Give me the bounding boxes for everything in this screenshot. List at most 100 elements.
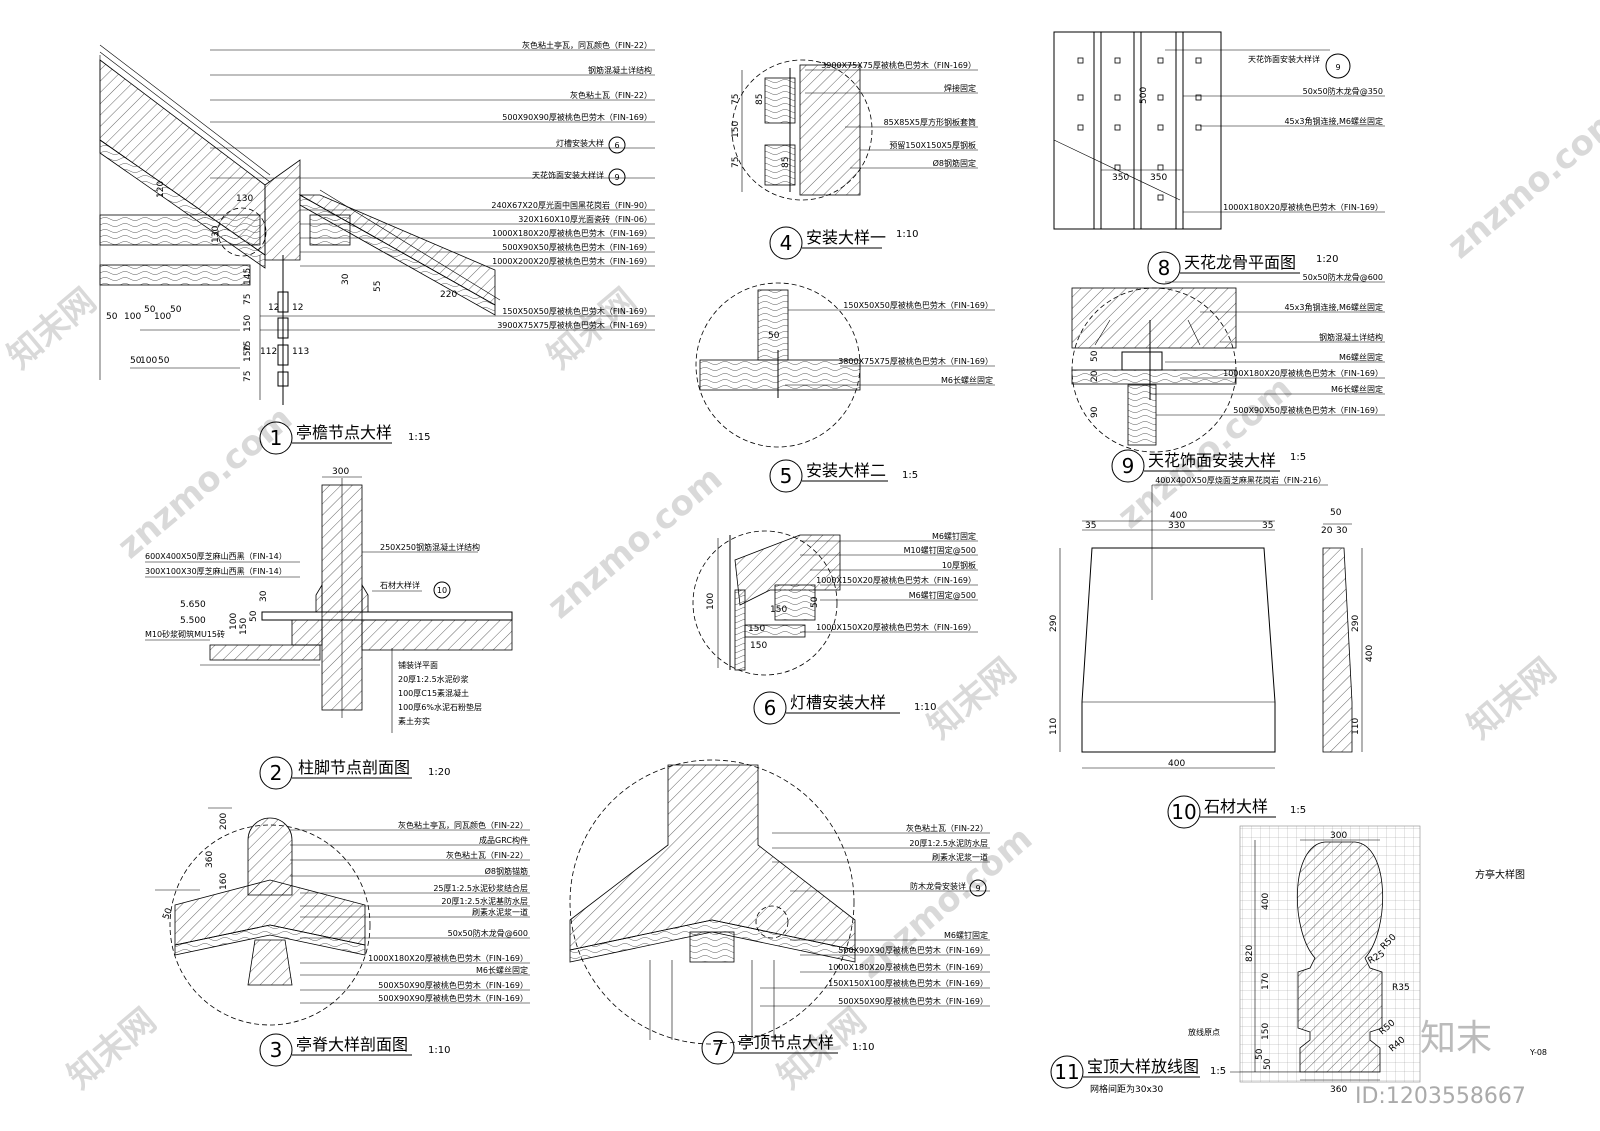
note: 预留150X150X5厚钢板 xyxy=(889,140,976,150)
detail-scale: 1:20 xyxy=(1316,254,1338,265)
note: 灰色粘土瓦（FIN-22） xyxy=(570,90,652,100)
dimension: 90 xyxy=(1090,406,1100,418)
note: 焊接固定 xyxy=(944,83,976,93)
dimension: 50 xyxy=(1090,350,1100,362)
detail-scale: 1:10 xyxy=(896,229,918,240)
note: 铺装详平面 xyxy=(398,660,438,670)
note: 1000X180X20厚被桃色巴劳木（FIN-169） xyxy=(492,228,652,238)
dimension: 55 xyxy=(373,281,383,292)
note: 150X50X50厚被桃色巴劳木（FIN-169） xyxy=(502,306,652,316)
note: M10砂浆砌筑MU15砖 xyxy=(145,629,225,639)
note: M10螺钉固定@500 xyxy=(904,545,976,555)
dimension: 350 xyxy=(1150,173,1167,183)
note: M6长螺丝固定 xyxy=(941,375,993,385)
dimension: 150 xyxy=(750,641,767,651)
detail-number: 5 xyxy=(780,464,793,488)
dimension: 400 xyxy=(1168,759,1185,769)
note: 钢筋混凝土详结构 xyxy=(1319,332,1383,342)
detail-title: 天花饰面安装大样 xyxy=(1148,451,1276,470)
detail-4-install-one: 3900X75X75厚被桃色巴劳木（FIN-169） 焊接固定 85X85X5厚… xyxy=(731,59,978,260)
note: 300X100X30厚芝麻山西黑（FIN-14） xyxy=(145,566,287,576)
note: 320X160X10厚光面瓷砖（FIN-06） xyxy=(518,214,652,224)
watermark-brand: 知末网 xyxy=(60,1001,164,1097)
note: M6长螺丝固定 xyxy=(1331,384,1383,394)
note: 防木龙骨安装详 xyxy=(910,881,966,891)
note: 1000X180X20厚被桃色巴劳木（FIN-169） xyxy=(368,953,528,963)
note: 1000X180X20厚被桃色巴劳木（FIN-169） xyxy=(1223,202,1383,212)
dimension: 150 xyxy=(243,345,253,362)
detail-title: 安装大样一 xyxy=(806,228,886,247)
note: Ø8钢筋锚筋 xyxy=(485,866,528,876)
detail-10-stone: 400X400X50厚烧面芝麻黑花岗岩（FIN-216） 400 35 330 … xyxy=(1049,475,1375,829)
dimension: 150 xyxy=(1261,1023,1271,1040)
dimension: 820 xyxy=(1245,945,1255,962)
detail-scale: 1:20 xyxy=(428,767,450,778)
detail-number: 7 xyxy=(712,1036,725,1060)
note: 1000X180X20厚被桃色巴劳木（FIN-169） xyxy=(828,962,988,972)
dimension: 400 xyxy=(1365,645,1375,662)
dimension: 300 xyxy=(332,467,349,477)
note: 1000X200X20厚被桃色巴劳木（FIN-169） xyxy=(492,256,652,266)
dimension: 100 xyxy=(124,312,141,322)
dimension: 330 xyxy=(1168,521,1185,531)
watermark-site: znzmo.com xyxy=(1440,98,1600,266)
dimension: 113 xyxy=(292,347,309,357)
note: 灰色粘土亭瓦，同瓦颜色（FIN-22） xyxy=(398,820,528,830)
detail-title: 安装大样二 xyxy=(806,461,886,480)
dimension: 75 xyxy=(243,294,253,305)
dimension: 50 xyxy=(161,907,174,921)
detail-8-ceiling-joist-plan: 天花饰面安装大样详 9 50x50防木龙骨@350 45x3角钢连接,M6螺丝固… xyxy=(1053,31,1385,285)
ref-number: 9 xyxy=(1335,63,1340,72)
watermark-site: znzmo.com xyxy=(540,458,730,626)
dimension: 150 xyxy=(731,121,741,138)
dimension: 112 xyxy=(260,347,277,357)
dimension: 30 xyxy=(259,590,269,602)
watermark-brand: 知末网 xyxy=(920,651,1024,747)
dimension: 400 xyxy=(1170,511,1187,521)
detail-scale: 1:5 xyxy=(1290,805,1306,816)
dimension: 130 xyxy=(211,226,221,243)
note: 250X250钢筋混凝土详结构 xyxy=(380,542,480,552)
note: 500X90X90厚被桃色巴劳木（FIN-169） xyxy=(838,945,988,955)
dimension: 350 xyxy=(1112,173,1129,183)
dimension: 30 xyxy=(1336,526,1348,536)
note: 500X90X90厚被桃色巴劳木（FIN-169） xyxy=(502,112,652,122)
detail-number: 2 xyxy=(270,761,283,785)
note: M6长螺丝固定 xyxy=(476,965,528,975)
note: 刷素水泥浆一道 xyxy=(932,852,988,862)
note: 灰色粘土瓦（FIN-22） xyxy=(906,823,988,833)
dimension: 50 xyxy=(170,305,182,315)
note: 素土夯实 xyxy=(398,716,430,726)
dimension: 500 xyxy=(1139,87,1149,104)
detail-6-light-trough: M6螺钉固定 M10螺钉固定@500 10厚钢板 1000X150X20厚被桃色… xyxy=(692,530,978,725)
note: 25厚1:2.5水泥砂浆结合层 xyxy=(433,883,528,893)
detail-number: 4 xyxy=(780,231,793,255)
dimension: 130 xyxy=(236,194,253,204)
note: 50x50防木龙骨@600 xyxy=(1303,272,1383,282)
note: 500X90X90厚被桃色巴劳木（FIN-169） xyxy=(378,993,528,1003)
dimension: R35 xyxy=(1392,983,1410,993)
dimension: 75 xyxy=(243,341,253,352)
watermark-brand: 知末网 xyxy=(0,281,104,377)
dimension: 50 xyxy=(249,610,259,622)
note: 240X67X20厚光面中国黑花岗岩（FIN-90） xyxy=(491,200,652,210)
dimension: 50 xyxy=(810,596,820,608)
ref-number: 9 xyxy=(614,173,619,182)
sheet-code: Y-08 xyxy=(1529,1048,1547,1057)
dimension: 160 xyxy=(219,873,229,890)
ref-number: 10 xyxy=(437,586,447,595)
detail-subtitle: 网格间距为30x30 xyxy=(1090,1083,1164,1095)
note: 成品GRC构件 xyxy=(479,835,528,845)
note: 85X85X5厚方形钢板套筒 xyxy=(884,117,976,127)
detail-11-finial-setout: 300 400 820 170 150 50 50 360 R50 R25 R3… xyxy=(1050,825,1421,1095)
dimension: 170 xyxy=(1261,973,1271,990)
note: 灰色粘土亭瓦，同瓦颜色（FIN-22） xyxy=(522,40,652,50)
detail-title: 天花龙骨平面图 xyxy=(1184,253,1296,272)
dimension: 85 xyxy=(781,157,791,168)
detail-9-ceiling-finish: 50x50防木龙骨@600 45x3角钢连接,M6螺丝固定 钢筋混凝土详结构 M… xyxy=(1071,272,1385,483)
detail-3-ridge-section: 灰色粘土亭瓦，同瓦颜色（FIN-22） 成品GRC构件 灰色粘土瓦（FIN-22… xyxy=(155,807,530,1067)
note: Ø8钢筋固定 xyxy=(933,158,976,168)
detail-5-install-two: 150X50X50厚被桃色巴劳木（FIN-169） 3800X75X75厚被桃色… xyxy=(695,282,995,493)
dimension: 220 xyxy=(440,290,457,300)
